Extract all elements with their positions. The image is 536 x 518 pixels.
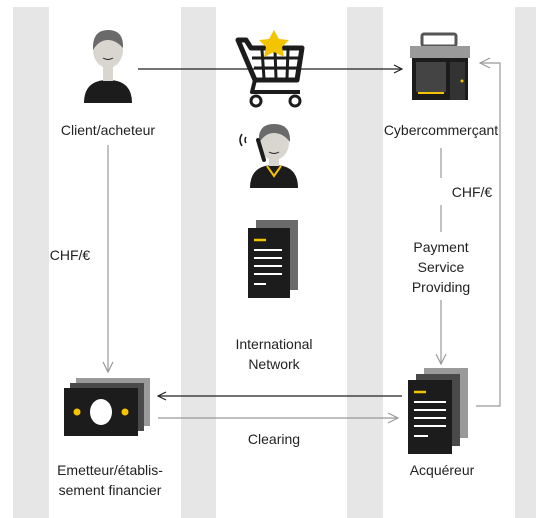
- psp-label-line3: Providing: [411, 279, 471, 295]
- call-center-agent-icon: [239, 124, 298, 188]
- network-label-line1: International: [235, 336, 313, 352]
- left-column-band: [13, 7, 49, 518]
- network-label: International Network: [214, 334, 334, 374]
- connector-acquirer-to-merchant: [476, 63, 501, 407]
- shop-icon: [410, 32, 470, 100]
- psp-label-line2: Service: [417, 259, 465, 275]
- right-currency-label: CHF/€: [451, 184, 493, 200]
- star-icon: [259, 30, 289, 57]
- documents-icon: [408, 368, 468, 454]
- issuer-label: Emetteur/établis- sement financier: [30, 460, 190, 500]
- document-icon: [248, 220, 298, 298]
- far-right-column-band: [515, 7, 536, 518]
- client-label: Client/acheteur: [60, 122, 156, 138]
- psp-label: Payment Service Providing: [400, 237, 482, 297]
- acquirer-label: Acquéreur: [409, 462, 475, 478]
- network-label-line2: Network: [248, 356, 300, 372]
- merchant-label: Cybercommerçant: [383, 122, 499, 138]
- issuer-label-line2: sement financier: [58, 482, 162, 498]
- center-column-band: [181, 7, 216, 518]
- issuer-label-line1: Emetteur/établis-: [57, 462, 163, 478]
- right-column-band: [347, 7, 383, 518]
- banknotes-icon: [64, 378, 150, 436]
- clearing-label: Clearing: [247, 431, 301, 447]
- psp-label-line1: Payment: [413, 239, 469, 255]
- left-currency-label: CHF/€: [49, 247, 91, 263]
- person-icon: [84, 30, 132, 103]
- shopping-cart-icon: [235, 37, 305, 108]
